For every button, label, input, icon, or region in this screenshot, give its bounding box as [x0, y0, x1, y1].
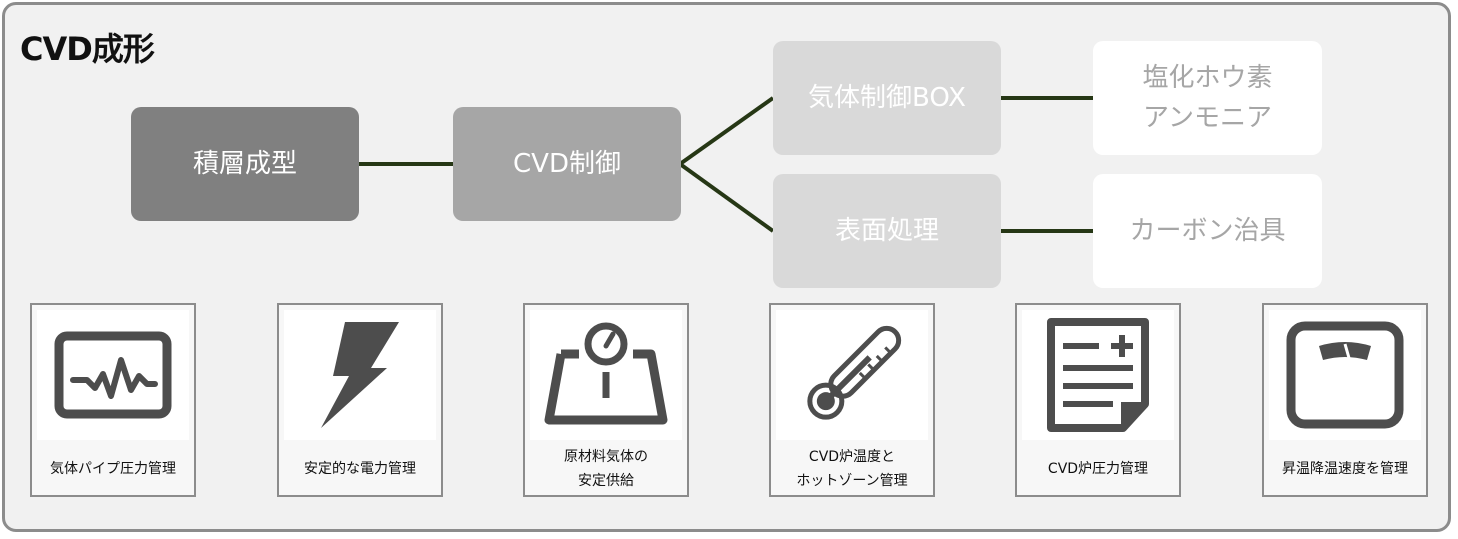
card-label: 安定的な電力管理 — [304, 460, 416, 477]
gauge-tray-icon — [530, 310, 682, 440]
lightning-bolt-icon — [284, 310, 436, 440]
card-label: 原材料気体の 安定供給 — [564, 448, 648, 489]
monitor-pulse-icon — [37, 310, 189, 440]
card-temp-rate: 昇温降温速度を管理 — [1262, 303, 1428, 497]
card-power: 安定的な電力管理 — [277, 303, 443, 497]
node-gases: 塩化ホウ素 アンモニア — [1093, 41, 1322, 155]
card-furnace-pressure: CVD炉圧力管理 — [1015, 303, 1181, 497]
node-sekiso: 積層成型 — [131, 107, 359, 221]
page-title: CVD成形 — [20, 30, 155, 68]
card-label: 気体パイプ圧力管理 — [50, 460, 176, 477]
card-label: CVD炉圧力管理 — [1047, 460, 1149, 477]
connector-cvd-surface — [678, 162, 775, 233]
thermometer-icon — [776, 310, 928, 440]
card-pipe-pressure: 気体パイプ圧力管理 — [30, 303, 196, 497]
node-carbon-jig: カーボン治具 — [1093, 174, 1322, 288]
card-label: CVD炉温度と ホットゾーン管理 — [796, 448, 908, 489]
card-gas-supply: 原材料気体の 安定供給 — [523, 303, 689, 497]
connector-cvd-gasbox — [678, 96, 775, 166]
card-label: 昇温降温速度を管理 — [1282, 460, 1408, 477]
scale-icon — [1269, 310, 1421, 440]
card-furnace-temp: CVD炉温度と ホットゾーン管理 — [769, 303, 935, 497]
node-cvd-control: CVD制御 — [453, 107, 681, 221]
node-gas-box: 気体制御BOX — [773, 41, 1001, 155]
node-surface-treatment: 表面処理 — [773, 174, 1001, 288]
document-plus-minus-icon — [1022, 310, 1174, 440]
